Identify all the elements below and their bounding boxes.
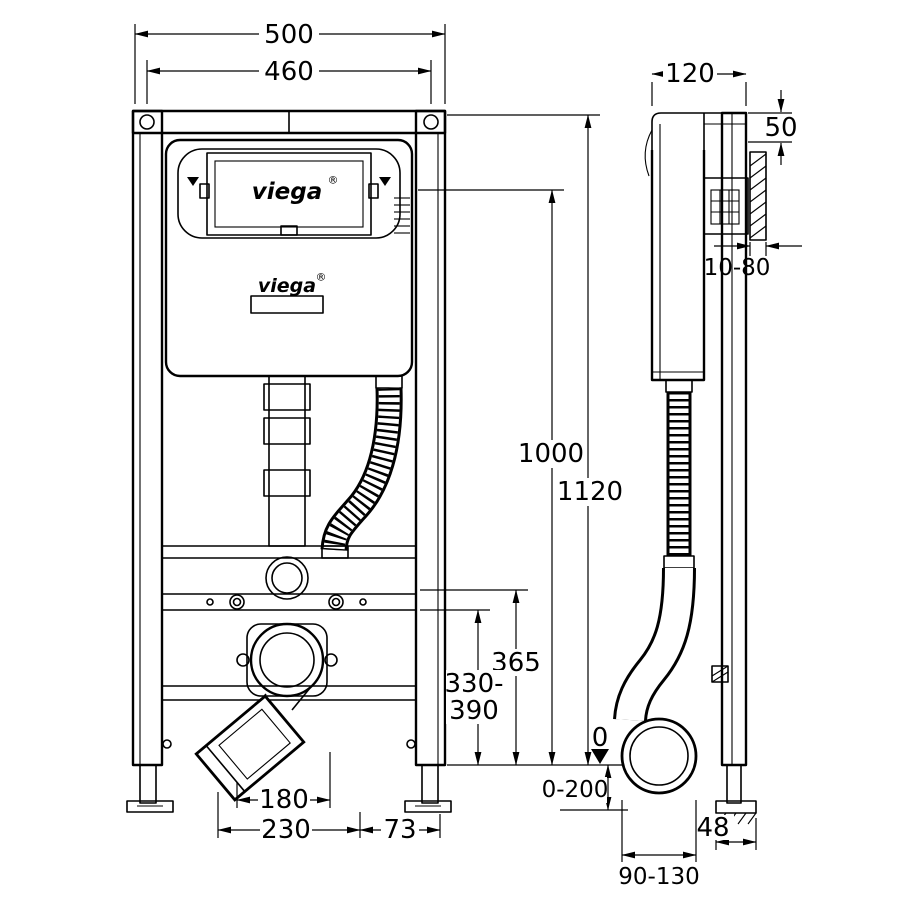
dim-460-label: 460 [264,57,314,87]
water-level-icon [187,177,199,186]
dim-90-130-label: 90-130 [618,864,699,890]
side-view: 120 50 10-80 48 90-130 [613,59,802,890]
cistern: viega ® viega ® [164,138,414,378]
dim-0-label: 0 [592,723,609,753]
fixing-bolt-right [328,594,344,610]
side-cistern [650,124,706,382]
dim-330-label: 330- [444,669,503,699]
dim-73-label: 73 [383,815,416,845]
dim-depth-120: 120 [651,59,747,106]
fixing-bolt-left [229,594,245,610]
mounting-hole-right [423,114,439,130]
dim-120-label: 120 [665,59,715,89]
dim-390-label: 390 [449,696,499,726]
viega-logo-body: viega [258,275,316,297]
vent-grid [394,197,410,234]
dim-plate-10-80: 10-80 [704,242,802,281]
dim-bolt-spacing: 460 [146,57,432,104]
dim-0-200-label: 0-200 [542,777,609,803]
viega-logo: viega [252,179,322,205]
side-top-bracket [644,112,746,177]
dim-leg-adjustment: 0-200 [542,764,612,811]
dim-1000-label: 1000 [518,439,584,469]
dim-outlet-width-180: 180 [236,752,331,815]
dim-overall-width: 500 [134,20,446,104]
cross-rails [161,545,417,701]
flush-pipe [263,375,311,547]
water-level-icon [379,177,391,186]
label-plate [250,295,324,314]
dim-230-label: 230 [261,815,311,845]
pipe-clamp [711,665,729,683]
dim-1120-label: 1120 [557,477,623,507]
dim-foot-48: 48 [694,813,757,850]
adjustable-feet [126,764,452,813]
dim-10-80-label: 10-80 [704,255,771,281]
dim-top-50: 50 [748,90,798,165]
dim-outlet-90-130: 90-130 [618,800,700,890]
registered-mark-icon: ® [316,271,327,284]
dim-50-label: 50 [764,113,797,143]
dim-height-330-390: 330- 390 [420,609,506,766]
registered-mark-icon: ® [328,174,339,187]
outlet-elbow-cup [194,694,306,802]
front-view: viega ® viega ® [126,20,632,845]
dim-500-label: 500 [264,20,314,50]
wall-finish-spacer [749,151,767,241]
dim-48-label: 48 [696,813,729,843]
dim-height-1120: 1120 [447,114,625,766]
side-outlet-elbow [613,567,698,795]
flush-plate-frame [177,148,401,239]
wc-outlet [194,622,338,802]
mounting-hole-left [139,114,155,130]
dim-180-label: 180 [259,785,309,815]
dim-side-offset-73: 73 [359,814,441,845]
side-flush-pipe [663,379,695,569]
corrugated-hose [320,375,403,559]
dim-outlet-offset-230: 230 [217,792,361,845]
dim-height-1000: 1000 [418,189,587,766]
flush-bend-socket [265,556,309,600]
floor-level-icon [591,749,609,764]
flush-actuator-housing [703,177,749,235]
outlet-socket [620,717,698,795]
